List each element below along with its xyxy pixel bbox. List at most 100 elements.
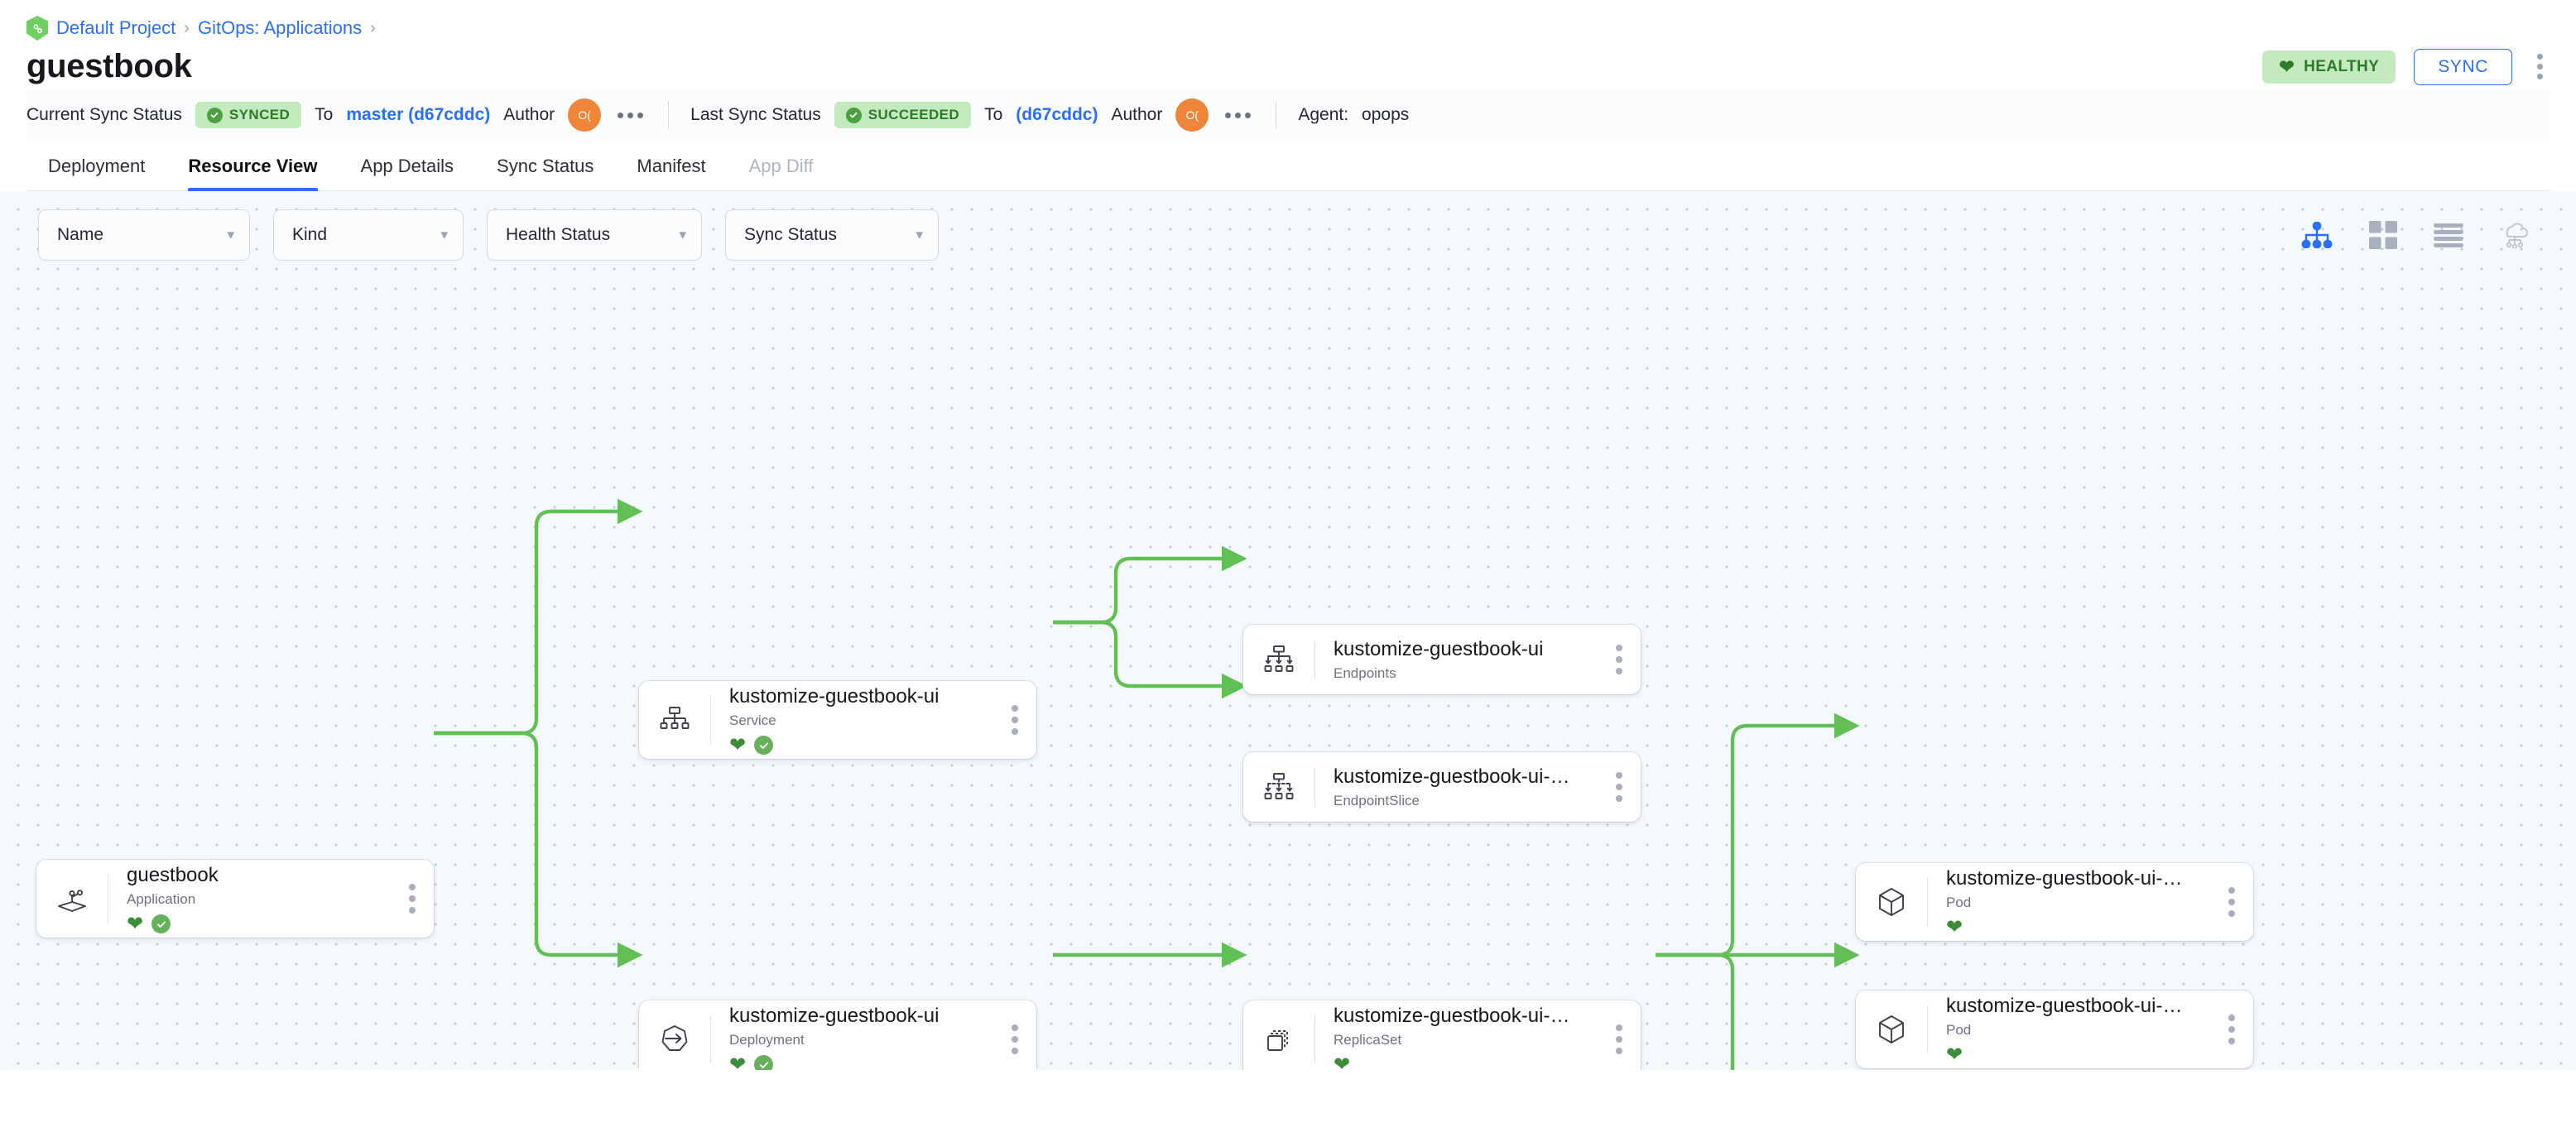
- tab-deployment[interactable]: Deployment: [48, 156, 146, 176]
- node-name: kustomize-guestbook-ui: [1334, 637, 1544, 660]
- node-kebab-icon[interactable]: [1598, 772, 1641, 802]
- agent-label: Agent:: [1298, 105, 1349, 124]
- graph-edges: [434, 498, 1860, 1070]
- last-sync-status-label: Last Sync Status: [690, 105, 821, 124]
- status-badge-health: ❤ HEALTHY: [2262, 50, 2396, 84]
- breadcrumb-item-gitops-applications[interactable]: GitOps: Applications: [197, 17, 363, 38]
- tab-sync-status[interactable]: Sync Status: [497, 156, 594, 176]
- node-badges: ❤: [1946, 917, 2202, 938]
- node-name: guestbook: [127, 864, 219, 887]
- graph-node-endpointslice[interactable]: kustomize-guestbook-ui-… EndpointSlice: [1243, 752, 1641, 822]
- heart-icon: ❤: [1946, 1043, 1963, 1066]
- graph-node-pod-1[interactable]: kustomize-guestbook-ui-… Pod ❤: [1856, 863, 2253, 941]
- node-content: kustomize-guestbook-ui Service ❤: [711, 684, 993, 756]
- breadcrumb-separator: ›: [370, 18, 376, 37]
- avatar[interactable]: O(: [568, 98, 602, 132]
- filter-name[interactable]: Name ▾: [38, 209, 250, 261]
- check-circle-icon: [845, 107, 862, 123]
- sync-button[interactable]: SYNC: [2414, 48, 2512, 85]
- pod-icon: [1856, 1012, 1927, 1047]
- last-sync-status-group: Last Sync Status SUCCEEDED To (d67cddc) …: [690, 98, 1254, 132]
- node-kind: EndpointSlice: [1334, 792, 1420, 808]
- filter-sync-status-label: Sync Status: [744, 225, 838, 244]
- kebab-horizontal-icon[interactable]: [1222, 108, 1254, 123]
- last-sync-status-chip: SUCCEEDED: [834, 102, 972, 128]
- health-badge-label: HEALTHY: [2304, 57, 2380, 75]
- resource-graph-canvas[interactable]: Name ▾ Kind ▾ Health Status ▾ Sync Statu…: [0, 191, 2576, 1070]
- grid-view-icon[interactable]: [2369, 221, 2397, 249]
- chevron-down-icon: ▾: [440, 227, 448, 242]
- graph-node-application[interactable]: guestbook Application ❤: [36, 860, 434, 938]
- tree-view-icon[interactable]: [2301, 222, 2333, 248]
- node-divider: [1927, 1005, 1928, 1053]
- filter-group: Name ▾ Kind ▾ Health Status ▾ Sync Statu…: [38, 209, 939, 261]
- tab-resource-view[interactable]: Resource View: [166, 156, 339, 191]
- deployment-icon: [639, 1022, 710, 1057]
- filter-kind-label: Kind: [292, 225, 328, 244]
- breadcrumb-separator: ›: [184, 18, 190, 37]
- breadcrumb-item-default-project[interactable]: Default Project: [56, 17, 176, 38]
- current-sync-status-chip: SYNCED: [195, 102, 302, 128]
- filter-health-status[interactable]: Health Status ▾: [487, 209, 702, 261]
- graph-node-pod-2[interactable]: kustomize-guestbook-ui-… Pod ❤: [1856, 991, 2253, 1068]
- check-circle-icon: [206, 107, 223, 123]
- heart-icon: ❤: [729, 733, 747, 756]
- node-badges: ❤: [729, 1054, 985, 1070]
- graph-node-replicaset[interactable]: kustomize-guestbook-ui-… ReplicaSet ❤: [1243, 1000, 1641, 1070]
- title-row: guestbook ❤ HEALTHY SYNC: [26, 43, 2550, 90]
- heart-icon: ❤: [2279, 55, 2295, 77]
- node-kebab-icon[interactable]: [2210, 1015, 2253, 1044]
- node-content: kustomize-guestbook-ui-… Pod ❤: [1928, 866, 2210, 937]
- endpointslice-icon: [1243, 770, 1314, 804]
- node-kebab-icon[interactable]: [391, 884, 434, 914]
- kebab-vertical-icon[interactable]: [2530, 49, 2550, 84]
- node-kebab-icon[interactable]: [2210, 887, 2253, 917]
- node-kind: Endpoints: [1334, 664, 1396, 681]
- current-revision-link[interactable]: master (d67cddc): [346, 105, 491, 124]
- node-name: kustomize-guestbook-ui-…: [1334, 765, 1570, 788]
- filter-kind[interactable]: Kind ▾: [273, 209, 464, 261]
- chevron-down-icon: ▾: [679, 227, 686, 242]
- divider: [668, 101, 670, 129]
- tab-app-details[interactable]: App Details: [360, 156, 454, 176]
- node-divider: [710, 696, 711, 744]
- filter-health-status-label: Health Status: [506, 225, 611, 244]
- last-to-label: To: [984, 105, 1003, 124]
- node-kebab-icon[interactable]: [993, 1024, 1036, 1054]
- tab-manifest[interactable]: Manifest: [637, 156, 706, 176]
- node-content: kustomize-guestbook-ui-… EndpointSlice: [1315, 765, 1598, 809]
- node-badges: ❤: [127, 914, 382, 934]
- graph-node-deployment[interactable]: kustomize-guestbook-ui Deployment ❤: [639, 1000, 1036, 1070]
- node-kind: Service: [729, 712, 776, 729]
- filter-name-label: Name: [57, 225, 104, 244]
- filter-toolbar: Name ▾ Kind ▾ Health Status ▾ Sync Statu…: [0, 191, 2576, 261]
- graph-node-service[interactable]: kustomize-guestbook-ui Service ❤: [639, 681, 1036, 759]
- graph-node-endpoints[interactable]: kustomize-guestbook-ui Endpoints: [1243, 625, 1641, 694]
- current-sync-chip-label: SYNCED: [228, 107, 291, 122]
- current-sync-status-label: Current Sync Status: [26, 105, 182, 124]
- tab-bar: Deployment Resource View App Details Syn…: [26, 140, 2550, 191]
- current-to-label: To: [315, 105, 334, 124]
- node-name: kustomize-guestbook-ui-…: [1334, 1005, 1570, 1028]
- node-kebab-icon[interactable]: [1598, 645, 1641, 674]
- node-kebab-icon[interactable]: [1598, 1024, 1641, 1054]
- agent-value: opops: [1362, 105, 1410, 124]
- node-kebab-icon[interactable]: [993, 705, 1036, 735]
- node-content: kustomize-guestbook-ui-… ReplicaSet ❤: [1315, 1004, 1598, 1070]
- node-kind: ReplicaSet: [1334, 1032, 1402, 1048]
- agent-group: Agent: opops: [1298, 105, 1409, 125]
- sync-status-bar: Current Sync Status SYNCED To master (d6…: [26, 90, 2550, 140]
- last-revision-link[interactable]: (d67cddc): [1016, 105, 1098, 124]
- replicaset-icon: [1243, 1022, 1314, 1057]
- list-view-icon[interactable]: [2434, 223, 2463, 247]
- argo-octopus-icon: [26, 16, 48, 41]
- pod-icon: [1856, 885, 1927, 919]
- view-mode-group: [2301, 221, 2538, 249]
- kebab-horizontal-icon[interactable]: [614, 108, 646, 123]
- node-divider: [1314, 767, 1315, 807]
- check-circle-icon: [754, 1055, 774, 1070]
- breadcrumb: Default Project › GitOps: Applications ›: [26, 0, 2550, 43]
- avatar[interactable]: O(: [1175, 98, 1209, 132]
- node-divider: [1927, 878, 1928, 926]
- filter-sync-status[interactable]: Sync Status ▾: [725, 209, 939, 261]
